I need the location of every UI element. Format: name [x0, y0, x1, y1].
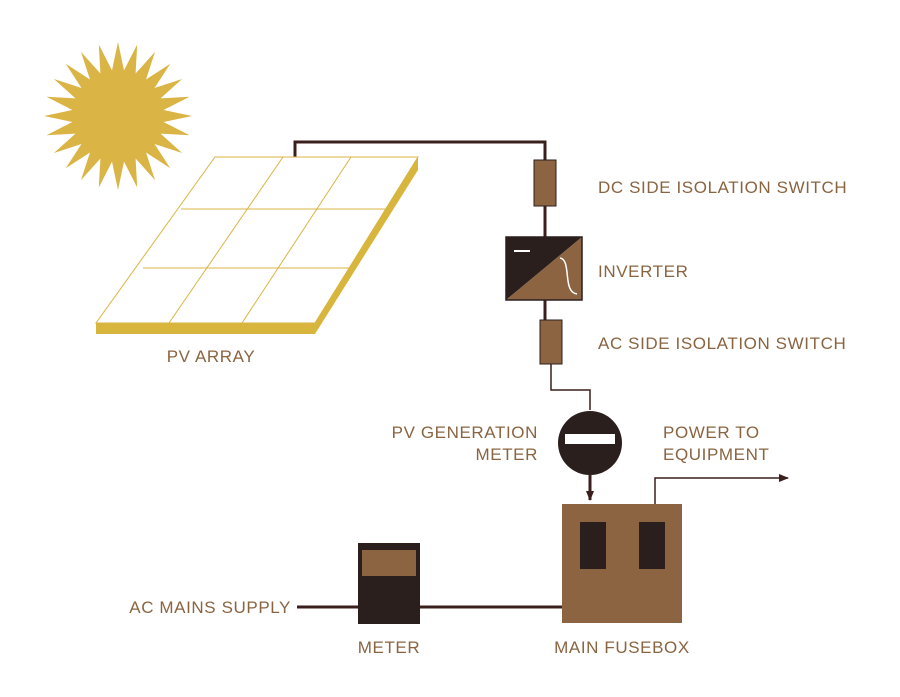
meter-label: METER	[358, 638, 421, 657]
pv-generation-meter-icon	[558, 411, 622, 475]
pv-meter-label-line1: PV GENERATION	[392, 423, 538, 442]
panel-side-edge	[315, 157, 418, 334]
main-fusebox	[562, 504, 682, 623]
panel-front-edge	[96, 323, 315, 334]
fuse	[639, 522, 665, 569]
ac-switch-to-pv-meter-wire	[550, 364, 591, 410]
panel-grid-line	[241, 156, 352, 324]
fusebox-label: MAIN FUSEBOX	[554, 638, 690, 657]
dc-wire	[293, 140, 547, 160]
meter-display	[362, 550, 416, 576]
inverter-icon	[505, 236, 583, 301]
dc-switch-label: DC SIDE ISOLATION SWITCH	[598, 178, 847, 197]
solar-panel-icon	[95, 156, 419, 334]
meter-icon	[358, 543, 420, 624]
pv-meter-label-line2: METER	[476, 445, 539, 464]
ac-isolation-switch	[539, 319, 563, 365]
ac-symbol	[559, 257, 578, 295]
pv-array-label: PV ARRAY	[167, 347, 256, 366]
panel-grid-line	[168, 156, 284, 324]
wiring	[293, 140, 562, 609]
sun-icon	[44, 42, 192, 190]
power-to-equipment-label-line1: POWER TO	[663, 423, 760, 442]
inverter-label: INVERTER	[598, 262, 688, 281]
ac-switch-label: AC SIDE ISOLATION SWITCH	[598, 334, 846, 353]
power-to-equipment-wire	[654, 474, 789, 504]
fuse	[580, 522, 606, 569]
power-to-equipment-label-line2: EQUIPMENT	[663, 445, 769, 464]
ac-mains-label: AC MAINS SUPPLY	[129, 598, 291, 617]
dc-isolation-switch	[533, 159, 557, 207]
